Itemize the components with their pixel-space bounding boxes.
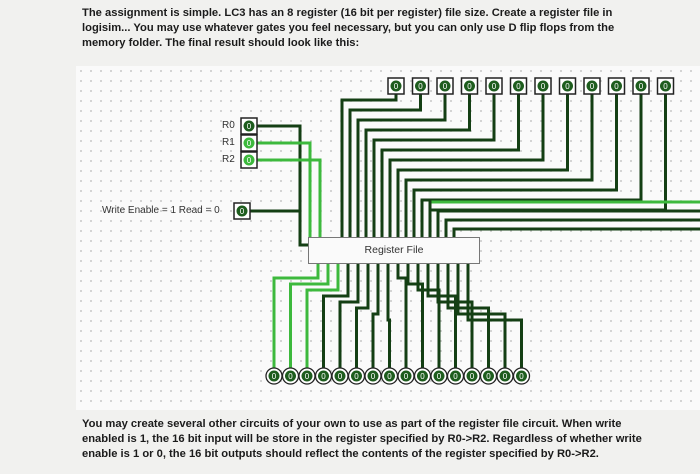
register-file-component[interactable]: Register File [308, 237, 480, 264]
output-pin-1[interactable]: 0 [411, 77, 430, 95]
svg-text:0: 0 [453, 372, 458, 381]
svg-text:0: 0 [639, 82, 644, 91]
svg-text:0: 0 [371, 372, 376, 381]
r2-pin[interactable]: 0 [240, 151, 258, 169]
output-pin-8[interactable]: 0 [583, 77, 601, 95]
r2-label: R2 [222, 154, 235, 165]
svg-text:0: 0 [305, 372, 310, 381]
svg-text:0: 0 [288, 372, 293, 381]
input-pin-7: 0 [380, 367, 399, 385]
write-enable-label: Write Enable = 1 Read = 0 [102, 205, 220, 216]
write-enable-pin[interactable]: 0 [233, 202, 251, 220]
output-pin-2[interactable]: 0 [436, 77, 454, 95]
input-pin-6: 0 [364, 367, 382, 385]
svg-text:0: 0 [272, 372, 277, 381]
svg-text:0: 0 [394, 82, 399, 91]
r1-pin[interactable]: 0 [240, 134, 258, 152]
output-pin-10[interactable]: 0 [632, 77, 650, 95]
svg-text:0: 0 [443, 82, 448, 91]
r0-pin[interactable]: 0 [240, 117, 258, 135]
output-pin-11[interactable]: 0 [656, 77, 675, 95]
input-pin-12: 0 [463, 367, 481, 385]
r0-label: R0 [222, 120, 235, 131]
input-pin-14: 0 [496, 367, 514, 385]
svg-text:0: 0 [470, 372, 475, 381]
output-pin-7[interactable]: 0 [558, 77, 577, 95]
svg-text:0: 0 [437, 372, 442, 381]
input-pin-15: 0 [512, 367, 531, 385]
input-pin-1: 0 [281, 367, 300, 385]
svg-text:0: 0 [247, 122, 252, 131]
input-pin-10: 0 [430, 367, 448, 385]
input-pin-11: 0 [446, 367, 465, 385]
svg-text:0: 0 [247, 156, 252, 165]
svg-text:0: 0 [565, 82, 570, 91]
svg-text:0: 0 [321, 372, 326, 381]
svg-text:0: 0 [354, 372, 359, 381]
output-pin-9[interactable]: 0 [607, 77, 626, 95]
input-pin-3: 0 [314, 367, 333, 385]
output-pin-4[interactable]: 0 [485, 77, 503, 95]
output-pin-3[interactable]: 0 [460, 77, 479, 95]
svg-text:0: 0 [387, 372, 392, 381]
svg-text:0: 0 [240, 207, 245, 216]
svg-text:0: 0 [418, 82, 423, 91]
assignment-intro-text: The assignment is simple. LC3 has an 8 r… [82, 7, 615, 49]
svg-text:0: 0 [663, 82, 668, 91]
svg-text:0: 0 [503, 372, 508, 381]
svg-text:0: 0 [404, 372, 409, 381]
output-pin-6[interactable]: 0 [534, 77, 552, 95]
input-pin-8: 0 [397, 367, 415, 385]
r1-label: R1 [222, 137, 235, 148]
output-pin-5[interactable]: 0 [509, 77, 528, 95]
svg-text:0: 0 [420, 372, 425, 381]
input-pin-9: 0 [413, 367, 432, 385]
svg-text:0: 0 [590, 82, 595, 91]
svg-text:0: 0 [492, 82, 497, 91]
svg-text:0: 0 [519, 372, 524, 381]
svg-text:0: 0 [516, 82, 521, 91]
svg-text:0: 0 [614, 82, 619, 91]
input-pin-5: 0 [347, 367, 366, 385]
assignment-instructions-text: You may create several other circuits of… [82, 418, 642, 460]
input-pin-4: 0 [331, 367, 349, 385]
input-pin-2: 0 [298, 367, 316, 385]
svg-text:0: 0 [486, 372, 491, 381]
svg-text:0: 0 [541, 82, 546, 91]
svg-text:0: 0 [247, 139, 252, 148]
output-pin-0[interactable]: 0 [387, 77, 405, 95]
input-pin-0: 0 [265, 367, 283, 385]
svg-text:0: 0 [338, 372, 343, 381]
input-pin-13: 0 [479, 367, 498, 385]
svg-text:0: 0 [467, 82, 472, 91]
